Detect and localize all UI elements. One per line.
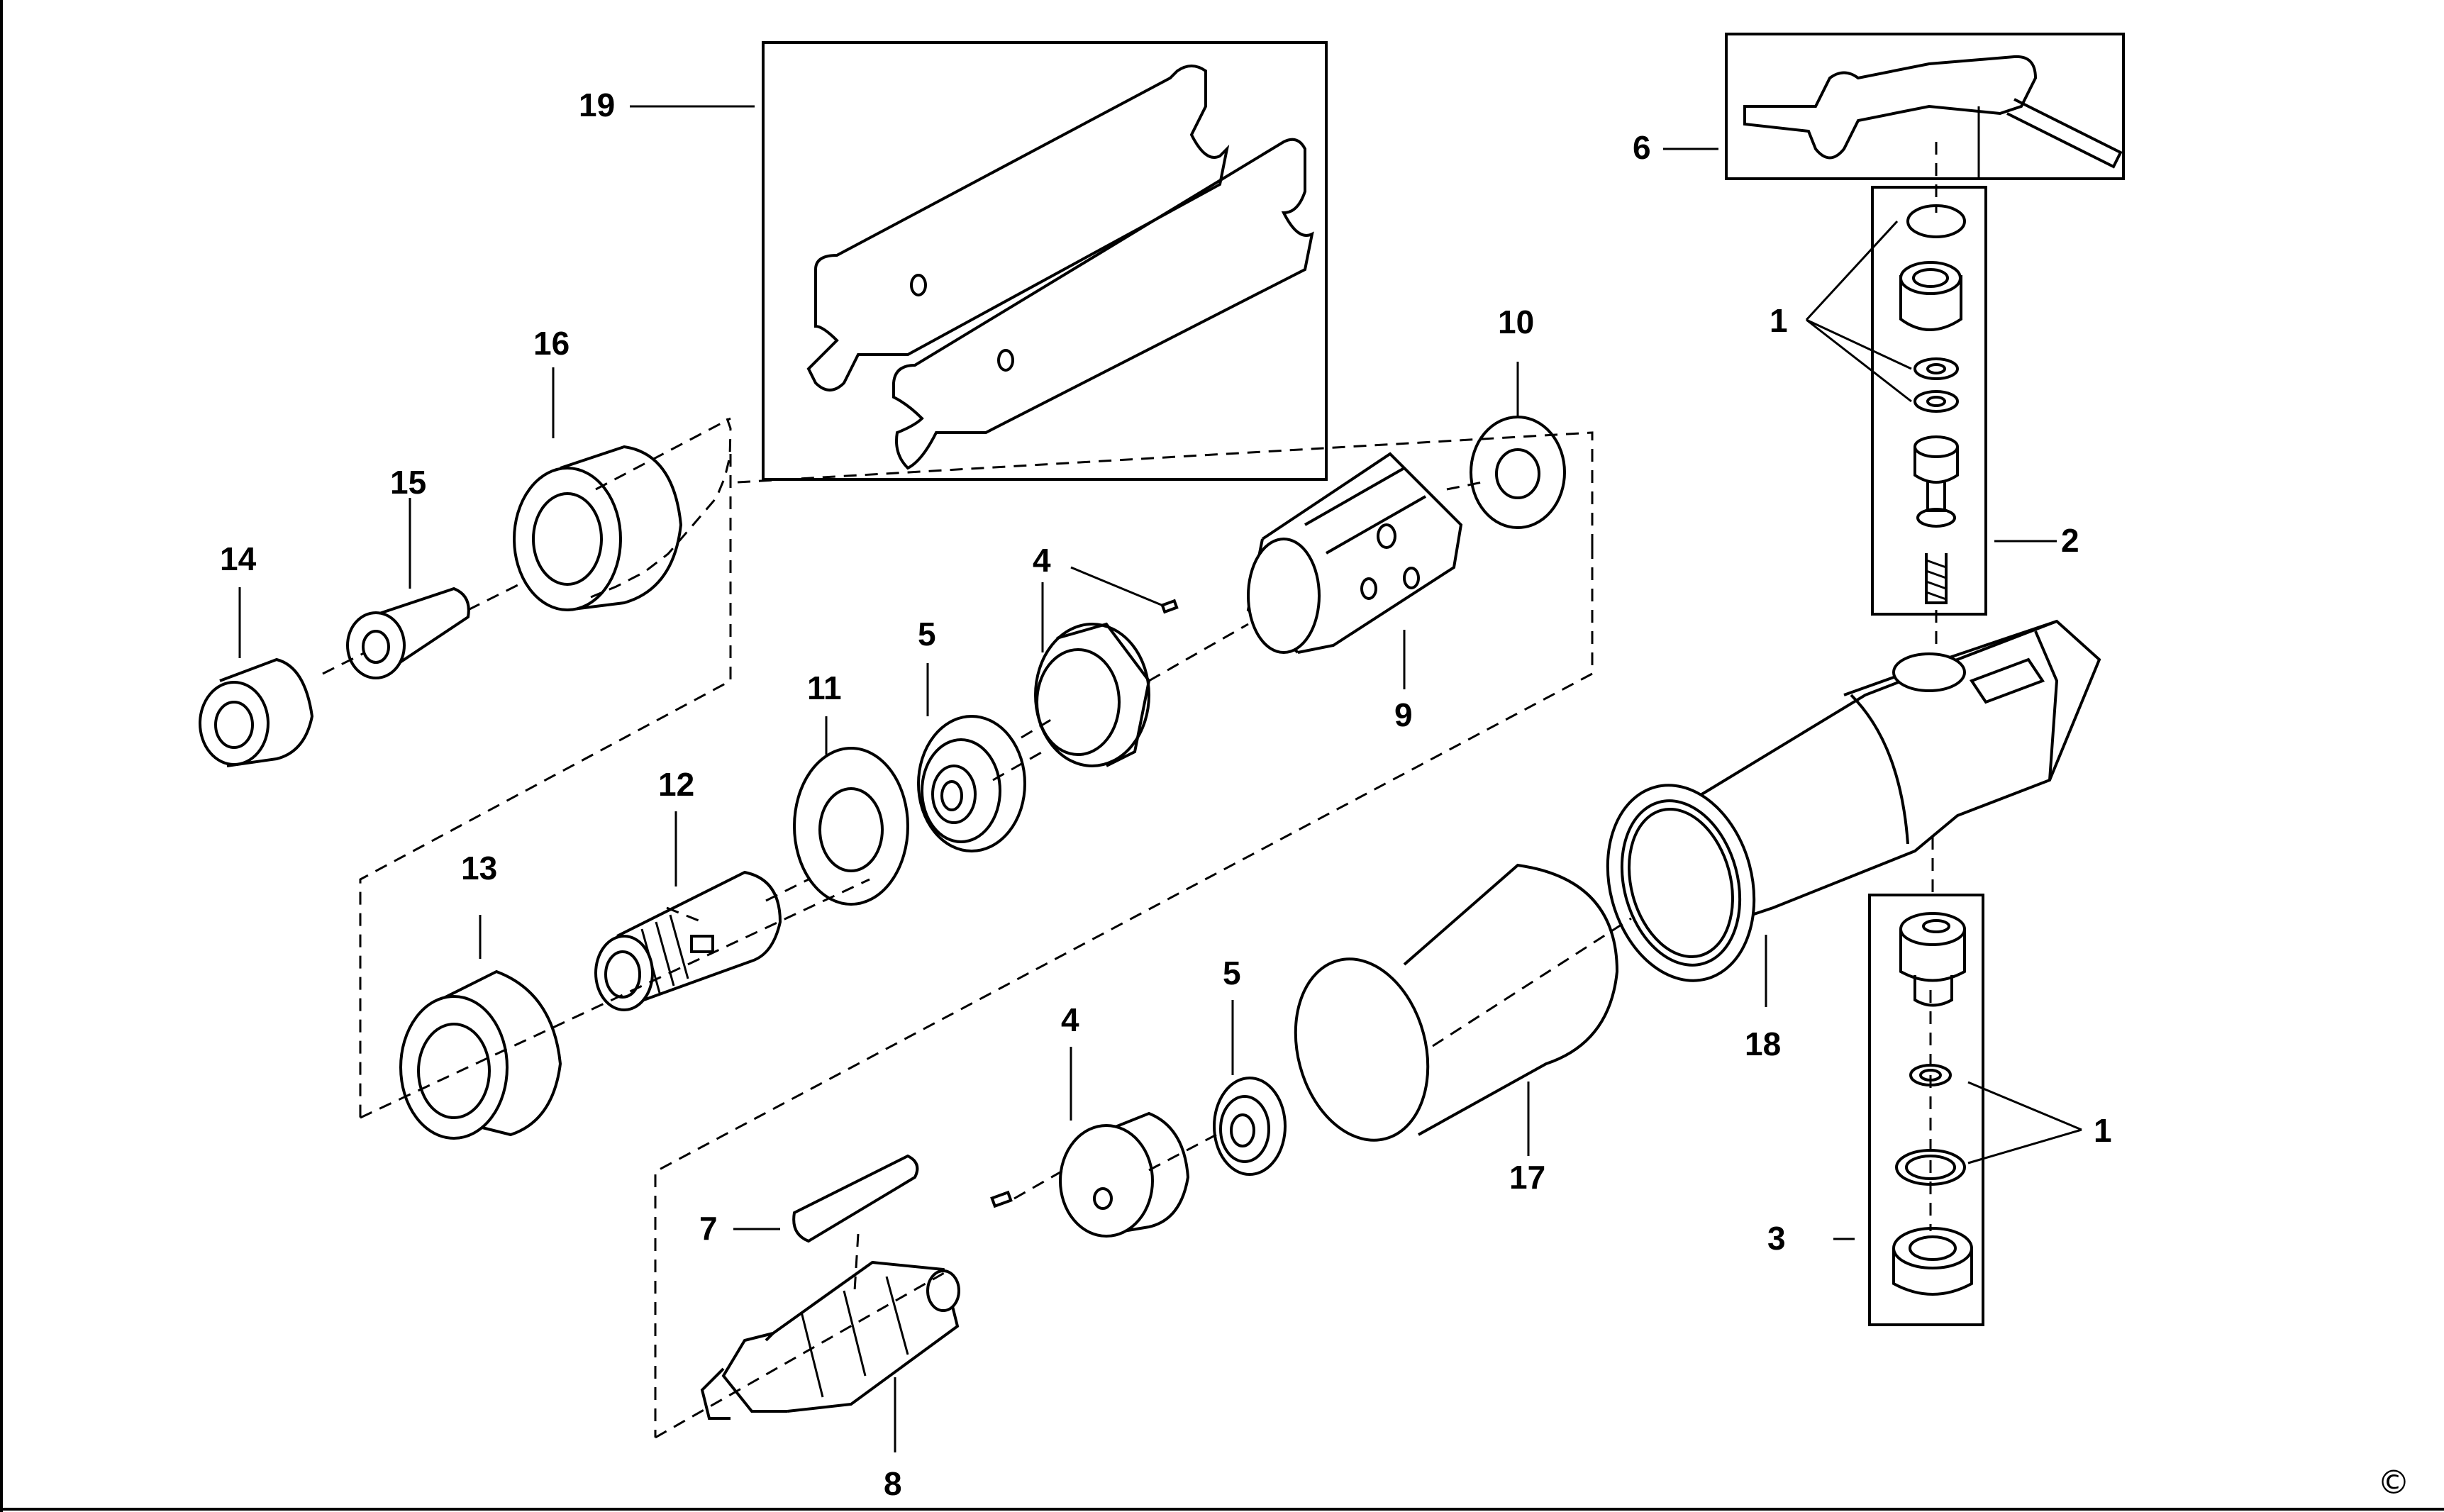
label-16: 16: [533, 325, 570, 362]
label-1-lower: 1: [2094, 1112, 2112, 1149]
label-5-upper: 5: [918, 616, 936, 652]
part-4-end-plate-lower: [990, 1111, 1190, 1238]
part-14-collet-nut: [199, 657, 314, 767]
part-9-cylinder-sleeve: [1246, 452, 1463, 654]
label-13: 13: [461, 850, 497, 886]
part-3-valve-assembly: [1868, 894, 1984, 1326]
label-10: 10: [1498, 304, 1534, 340]
label-4-upper: 4: [1033, 542, 1051, 579]
part-5-bearing-upper: [917, 715, 1026, 852]
label-6: 6: [1633, 129, 1651, 166]
label-12: 12: [658, 766, 694, 803]
label-9: 9: [1394, 696, 1413, 733]
label-19: 19: [579, 87, 615, 123]
copyright-symbol: ©: [2377, 1463, 2410, 1501]
label-4-lower: 4: [1061, 1001, 1079, 1038]
part-8-rotor: [700, 1260, 960, 1420]
part-6-lever: [1725, 33, 2125, 180]
part-13-lock-ring: [399, 969, 562, 1140]
part-5-bearing-lower: [1213, 1077, 1287, 1176]
part-11-lock-washer: [793, 747, 909, 906]
part-12-spindle: [594, 870, 782, 1011]
label-3: 3: [1767, 1220, 1786, 1257]
label-18: 18: [1745, 1025, 1781, 1062]
label-2: 2: [2061, 522, 2079, 559]
label-8: 8: [884, 1465, 902, 1502]
label-5-lower: 5: [1223, 955, 1241, 991]
part-16-knurled-collar: [513, 445, 683, 611]
part-17-cylinder: [1294, 863, 1619, 1142]
part-19-wrenches: [762, 41, 1328, 481]
leader-lines: [238, 105, 2082, 1452]
label-17: 17: [1509, 1159, 1545, 1196]
label-1-upper: 1: [1770, 302, 1788, 339]
part-18-housing: [1606, 619, 2101, 982]
label-11: 11: [807, 669, 842, 706]
part-15-collet: [346, 587, 470, 679]
part-2-valve-assembly: [1871, 186, 1987, 616]
part-7-rotor-blade: [792, 1154, 919, 1243]
label-14: 14: [220, 540, 257, 577]
label-7: 7: [699, 1210, 718, 1247]
label-15: 15: [390, 464, 426, 501]
